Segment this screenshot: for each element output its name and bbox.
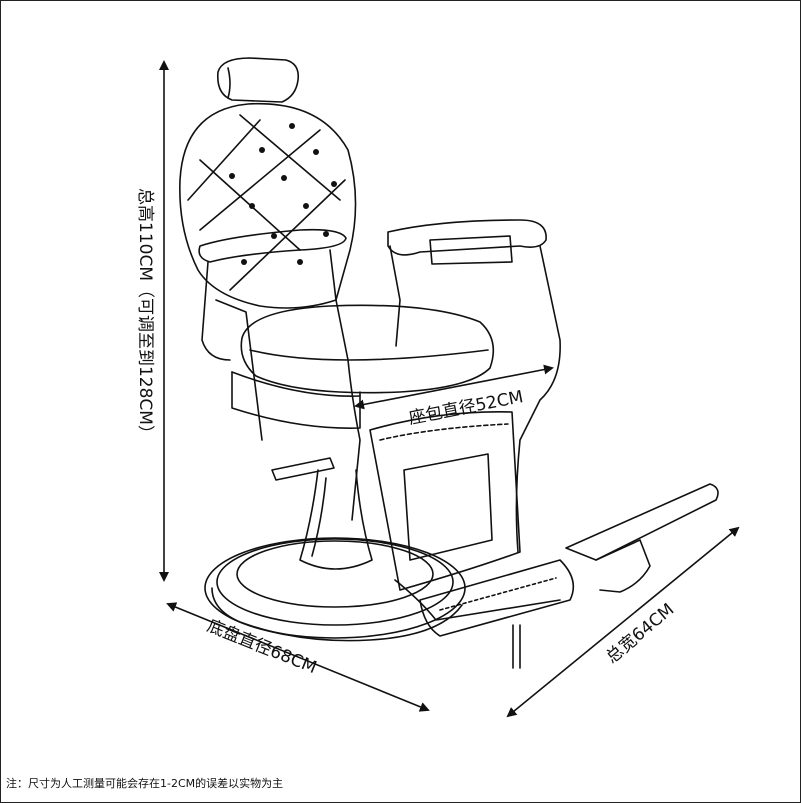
left-armrest <box>198 228 361 521</box>
total-height-label: 总高110CM（可调至到128CM） <box>135 188 155 442</box>
base-diameter-label: 底盘直径68CM <box>204 616 319 678</box>
total-width-label: 总宽64CM <box>602 600 678 668</box>
measurement-note: 注：尺寸为人工测量可能会存在1-2CM的误差以实物为主 <box>6 777 284 790</box>
pump-lever <box>271 457 335 481</box>
barber-chair-sketch <box>179 57 719 669</box>
width-arrow <box>506 526 740 718</box>
chair-base <box>204 537 466 642</box>
base-diameter-arrow <box>166 602 430 712</box>
backrest <box>179 102 357 309</box>
right-armrest <box>387 219 561 553</box>
headrest <box>216 57 300 103</box>
seat-diameter-arrow <box>354 364 554 410</box>
dimension-lines <box>159 60 740 718</box>
